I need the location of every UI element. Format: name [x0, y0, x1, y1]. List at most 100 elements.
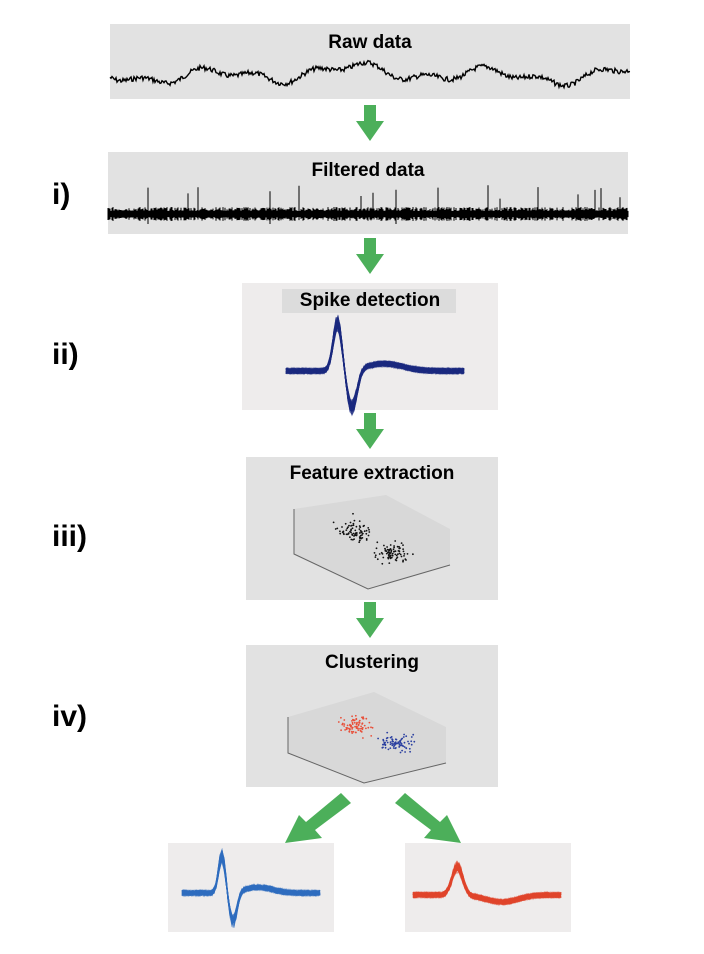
- cluster-b-point: [389, 741, 392, 744]
- cluster-b-point: [382, 743, 384, 746]
- cluster-b-point: [384, 744, 387, 747]
- cluster-a-point: [351, 721, 354, 724]
- feature-point: [355, 525, 358, 528]
- cluster-a-point: [348, 731, 351, 733]
- cluster-a-point: [355, 731, 357, 734]
- feature-point: [391, 553, 394, 555]
- cluster-b-point: [393, 742, 396, 745]
- cluster-scatter: [287, 692, 447, 784]
- cluster-a-point: [343, 723, 346, 725]
- feature-point: [367, 534, 370, 537]
- cluster-a-point: [353, 721, 356, 724]
- feature-point: [388, 549, 391, 552]
- unit-1-panel: [168, 843, 334, 932]
- feature-point: [394, 553, 397, 556]
- feature-point: [352, 532, 355, 535]
- down-arrow-4: [356, 602, 384, 638]
- feature-point: [336, 527, 339, 530]
- feature-point: [359, 539, 361, 542]
- feature-point: [396, 545, 399, 548]
- cluster-b-point: [401, 749, 403, 752]
- feature-point: [373, 552, 376, 554]
- feature-point: [383, 544, 385, 547]
- cluster-b-point: [413, 740, 416, 743]
- feature-point: [389, 557, 392, 560]
- unit-2-panel: [405, 843, 571, 932]
- cluster-a-point: [340, 716, 342, 719]
- feature-point: [395, 554, 398, 557]
- raw-data-title: Raw data: [328, 32, 412, 53]
- feature-point: [348, 524, 350, 527]
- unit-1-waveform: [181, 855, 321, 924]
- feature-point: [341, 531, 344, 534]
- feature-point: [349, 536, 351, 539]
- feature-point: [353, 535, 355, 537]
- feature-point: [402, 544, 404, 546]
- feature-point: [398, 552, 401, 555]
- cluster-a-point: [346, 724, 349, 727]
- feature-point: [394, 540, 397, 542]
- cluster-a-point: [371, 726, 374, 729]
- feature-point: [358, 532, 361, 534]
- feature-point: [386, 546, 388, 548]
- feature-point: [350, 525, 352, 527]
- feature-point: [353, 519, 356, 522]
- cluster-a-point: [358, 719, 361, 722]
- step-label-iv: iv): [52, 700, 88, 733]
- cluster-a-point: [345, 728, 348, 731]
- cluster-a-point: [354, 725, 356, 728]
- cluster-a-point: [359, 727, 361, 730]
- cluster-a-point: [351, 715, 353, 718]
- feature-point: [404, 558, 407, 560]
- feature-point: [384, 547, 386, 550]
- feature-extraction-title: Feature extraction: [289, 463, 455, 484]
- cluster-a-point: [362, 717, 364, 720]
- cluster-b-point: [386, 741, 389, 744]
- cluster-b-point: [385, 739, 388, 742]
- feature-point: [349, 521, 352, 524]
- step-label-ii: ii): [52, 338, 79, 371]
- cluster-b-point: [395, 747, 397, 749]
- feature-point: [386, 551, 389, 554]
- cluster-a-point: [359, 729, 362, 732]
- unit-2-waveforms: [412, 860, 562, 907]
- feature-point: [352, 522, 355, 525]
- feature-point: [384, 549, 387, 552]
- raw-data-panel: Raw data: [109, 24, 631, 99]
- feature-point: [400, 542, 403, 544]
- feature-point: [399, 547, 401, 549]
- feature-point: [358, 520, 361, 522]
- feature-point: [346, 533, 349, 536]
- feature-point: [355, 532, 358, 534]
- cluster-b-point: [407, 740, 409, 743]
- cluster-a-point: [361, 723, 363, 725]
- feature-point: [397, 550, 400, 552]
- spike-title-bg: [282, 289, 456, 313]
- feature-point: [376, 541, 379, 544]
- feature-point: [382, 556, 385, 559]
- feature-point: [402, 560, 404, 563]
- feature-point: [402, 550, 405, 553]
- cluster-a-point: [350, 726, 353, 728]
- feature-point: [376, 558, 379, 561]
- cluster-a-point: [351, 728, 353, 730]
- feature-point: [368, 531, 371, 533]
- feature-point: [352, 512, 354, 515]
- cluster-a-point: [365, 717, 368, 720]
- raw-trace: [109, 59, 631, 90]
- cluster-b-point: [405, 735, 408, 738]
- filtered-trace: [107, 185, 629, 224]
- cluster-a-point: [365, 727, 367, 730]
- filtered-data-title: Filtered data: [311, 160, 425, 181]
- feature-point: [392, 548, 395, 551]
- feature-point: [374, 556, 377, 558]
- feature-point: [390, 549, 393, 552]
- feature-point: [387, 554, 390, 557]
- cluster-a-point: [358, 722, 361, 724]
- feature-point: [350, 531, 352, 534]
- cluster-b-point: [400, 738, 403, 741]
- feature-point: [363, 530, 366, 533]
- cluster-a-point: [350, 730, 353, 733]
- clustering-panel: Clustering: [246, 645, 498, 787]
- spike-waveform: [285, 317, 465, 413]
